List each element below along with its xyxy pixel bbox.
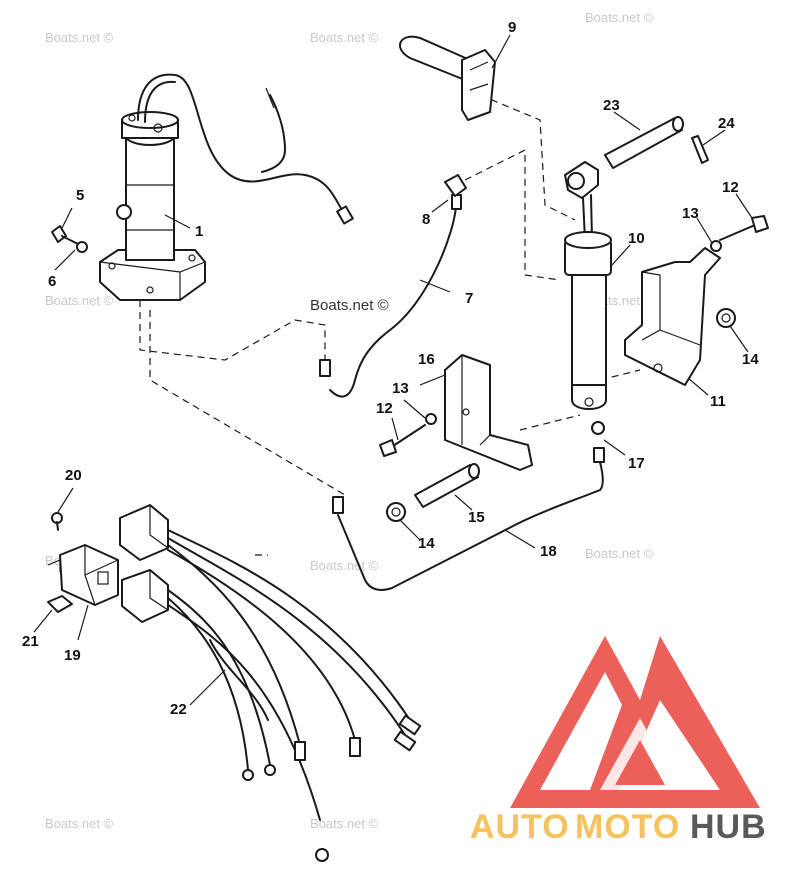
callout-15: 15 [468, 509, 485, 526]
callout-10: 10 [628, 230, 645, 247]
watermarks: Boats.net © Boats.net © Boats.net © Boat… [45, 10, 654, 831]
callout-6: 6 [48, 273, 56, 290]
bolt-washer-left [51, 225, 88, 253]
manual-release-bracket [399, 35, 496, 121]
callout-21: 21 [22, 633, 39, 650]
mounting-bracket-left [444, 354, 533, 471]
watermark: Boats.net © [585, 546, 654, 561]
screw-20 [51, 512, 63, 531]
mounting-bracket-right [624, 247, 721, 386]
fitting-17 [591, 421, 605, 463]
relay-19 [47, 544, 119, 606]
callout-7: 7 [465, 290, 473, 307]
callout-13-center: 13 [392, 380, 409, 397]
assembly-dashed-lines [139, 94, 641, 556]
watermark: Boats.net © [585, 10, 654, 25]
callout-20: 20 [65, 467, 82, 484]
watermark: Boats.net © [45, 30, 114, 45]
callout-19: 19 [64, 647, 81, 664]
watermark: Boats.net © [310, 558, 379, 573]
trim-cylinder [564, 161, 612, 410]
cotter-pin [691, 135, 709, 164]
wiring-harness [119, 504, 422, 862]
watermark-prominent: Boats.net © [310, 297, 389, 314]
callout-17: 17 [628, 455, 645, 472]
callout-8: 8 [422, 211, 430, 228]
bolt-washer-right [710, 215, 769, 252]
hose-line-18 [332, 461, 604, 591]
pump-motor-assembly [99, 73, 354, 301]
callout-5: 5 [76, 187, 84, 204]
callout-12-center: 12 [376, 400, 393, 417]
callout-16: 16 [418, 351, 435, 368]
callout-numbers: 1 5 6 7 8 9 10 11 12 12 13 13 14 14 15 1… [22, 19, 759, 718]
automotohub-logo: AUTO MOTO HUB [470, 636, 767, 846]
callout-13-right: 13 [682, 205, 699, 222]
bolt-washer-center [379, 413, 437, 457]
watermark: Boats.net © [45, 816, 114, 831]
callout-11: 11 [710, 393, 726, 410]
logo-mark [510, 636, 760, 808]
callout-22: 22 [170, 701, 187, 718]
hose-line-7 [319, 174, 467, 398]
callout-9: 9 [508, 19, 516, 36]
callout-1: 1 [195, 223, 203, 240]
callout-14-right: 14 [742, 351, 759, 368]
callout-14-lower: 14 [418, 535, 435, 552]
watermark: Boats.net © [310, 30, 379, 45]
logo-text-hub: HUB [690, 808, 767, 846]
callout-12-right: 12 [722, 179, 739, 196]
nut-lower [386, 502, 406, 522]
watermark: Boats.net © [45, 293, 114, 308]
watermark: Boats.net © [310, 816, 379, 831]
pin-15 [414, 463, 480, 508]
leader-lines [33, 34, 753, 706]
callout-24: 24 [718, 115, 735, 132]
logo-text-auto: AUTO [470, 808, 570, 846]
pivot-pin [604, 116, 684, 169]
logo-text-moto: MOTO [575, 808, 680, 846]
callout-23: 23 [603, 97, 620, 114]
callout-18: 18 [540, 543, 557, 560]
nut-right [716, 308, 736, 328]
clip-21 [47, 595, 73, 613]
